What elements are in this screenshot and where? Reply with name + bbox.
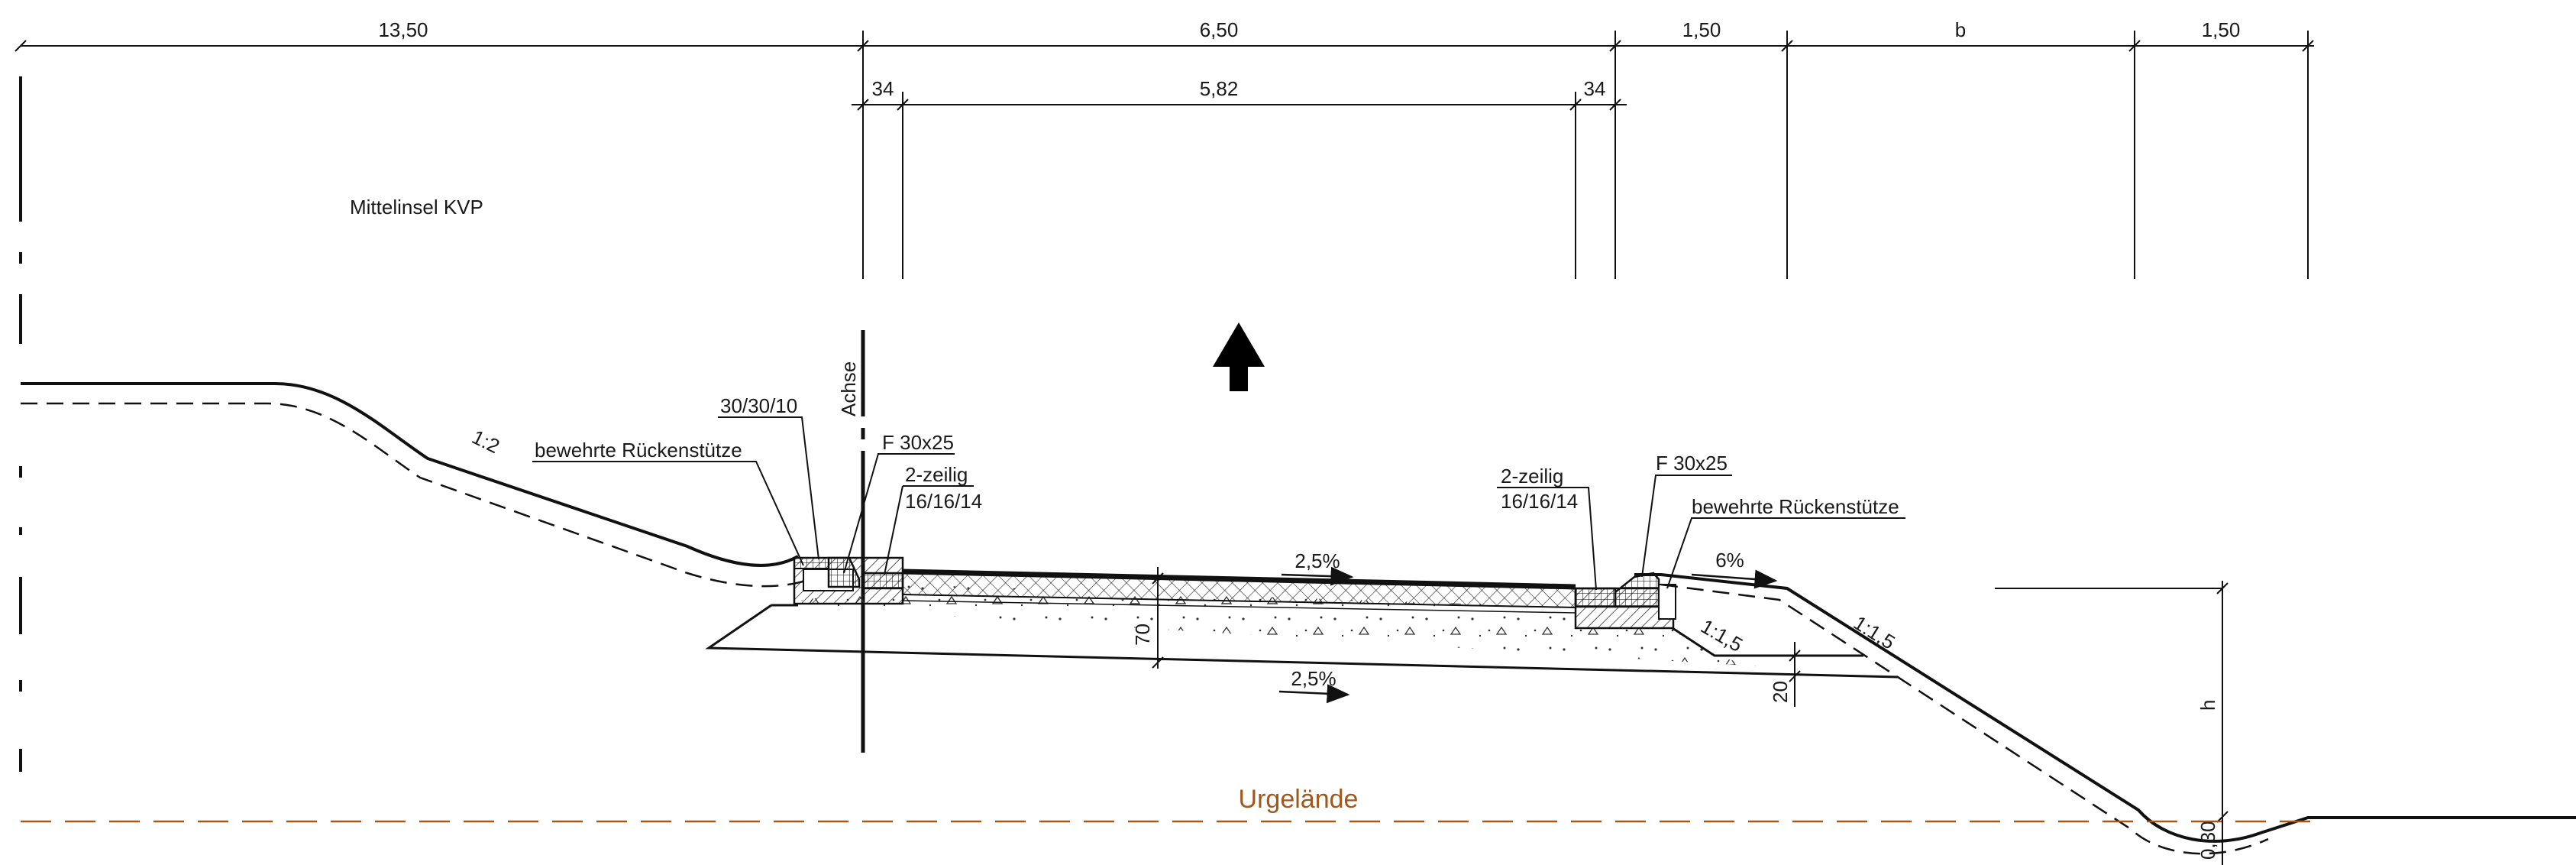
axis-line: Achse (837, 330, 865, 753)
ground-label: Urgelände (1239, 785, 1359, 814)
direction-arrow-icon (1213, 322, 1265, 391)
left-stone-label: 16/16/14 (905, 490, 982, 513)
left-embankment: 1:2 (21, 382, 822, 588)
right-f-label: F 30x25 (1656, 452, 1728, 475)
dim-34-right: 34 (1584, 77, 1606, 100)
left-slope-label: 1:2 (468, 425, 503, 458)
right-stone-label: 16/16/14 (1501, 490, 1578, 513)
right-rows-label: 2-zeilig (1501, 465, 1563, 488)
shoulder-slope: 6% (1715, 549, 1744, 572)
dim-b: b (1955, 18, 1966, 41)
dim-6-50: 6,50 (1200, 18, 1239, 41)
dim-13-50: 13,50 (378, 18, 428, 41)
height-dimension: h 0,30 (1995, 581, 2229, 865)
dim-34-left: 34 (872, 77, 894, 100)
slope-annotations: 2,5% 2,5% 6% (1278, 549, 1778, 704)
base-layer (771, 585, 1894, 675)
top-dimension-chain: 13,50 6,50 1,50 b 1,50 (15, 18, 2314, 279)
axis-label: Achse (837, 361, 860, 416)
dim-5-82: 5,82 (1200, 77, 1239, 100)
right-callouts: 2-zeilig 16/16/14 F 30x25 bewehrte Rücke… (1497, 452, 1905, 591)
dim-1-50-b: 1,50 (2202, 18, 2241, 41)
road-bottom-slope: 2,5% (1291, 667, 1336, 690)
dim-70: 70 (1131, 624, 1154, 646)
dim-1-50-a: 1,50 (1682, 18, 1721, 41)
left-callouts: 30/30/10 bewehrte Rückenstütze F 30x25 2… (532, 394, 982, 575)
second-dimension-chain: 34 5,82 34 (852, 77, 1627, 111)
road-top-slope: 2,5% (1294, 549, 1340, 572)
dim-20: 20 (1769, 681, 1792, 703)
left-rows-label: 2-zeilig (905, 463, 968, 486)
dim-0-30: 0,30 (2196, 821, 2219, 860)
left-backing-label: bewehrte Rückenstütze (535, 439, 742, 462)
right-embankment: 1:1,5 1:1,5 (1634, 573, 2576, 855)
median-label: Mittelinsel KVP (350, 196, 483, 219)
right-backing-label: bewehrte Rückenstütze (1692, 495, 1899, 518)
dim-h: h (2196, 700, 2219, 711)
thickness-dimensions: 70 20 (1131, 567, 1801, 707)
right-outer-slope-label: 1:1,5 (1850, 611, 1899, 654)
left-curb-stone-label: 30/30/10 (720, 394, 797, 417)
right-curb (1574, 572, 1676, 630)
left-f-label: F 30x25 (882, 431, 954, 454)
left-curb (793, 556, 904, 605)
